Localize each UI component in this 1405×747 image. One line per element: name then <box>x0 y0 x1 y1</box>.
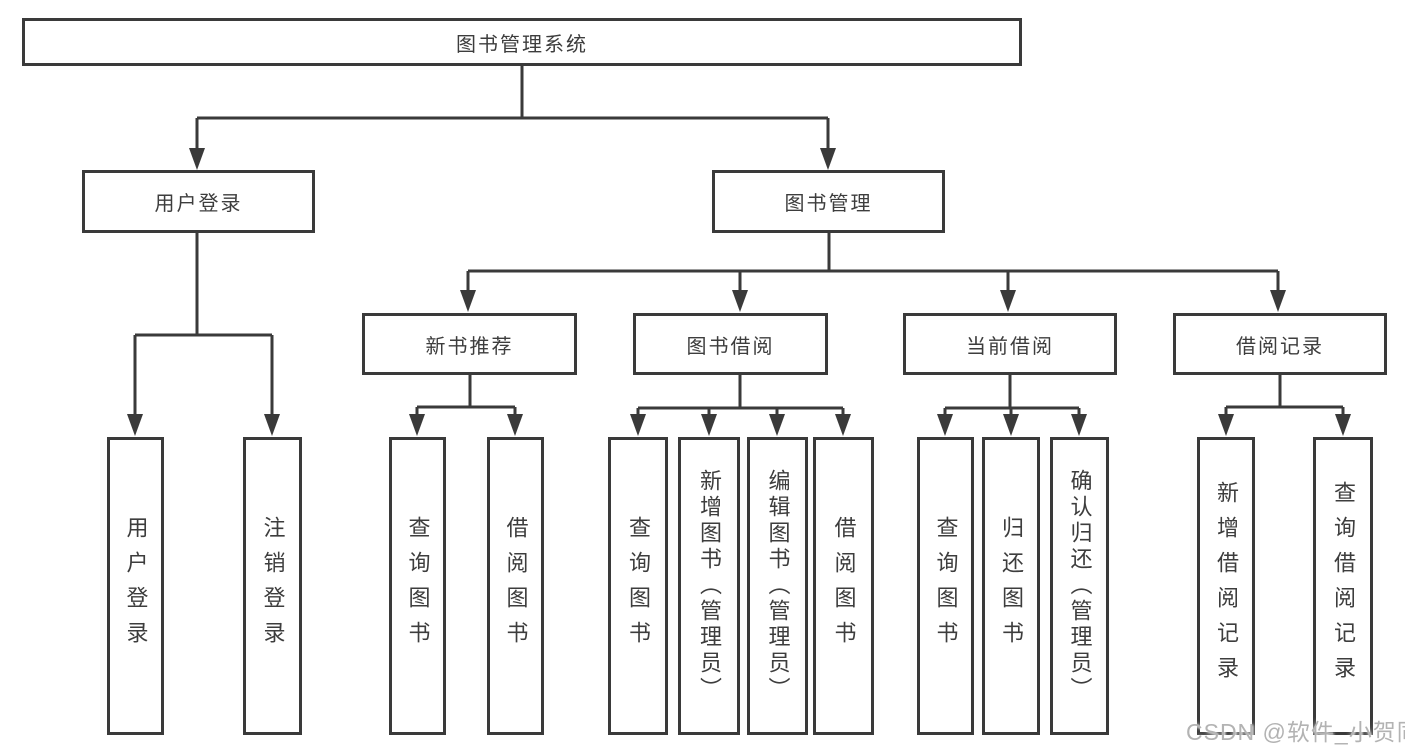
node-borrow-record-label: 借阅记录 <box>1236 335 1324 358</box>
leaf-borrow-book-2: 借阅图书 <box>813 437 874 735</box>
leaf-label: 注销登录 <box>260 516 286 656</box>
leaf-label: 新增图书（管理员） <box>697 469 722 703</box>
node-root: 图书管理系统 <box>22 18 1022 66</box>
leaf-label: 归还图书 <box>999 516 1024 656</box>
leaf-label: 查询图书 <box>933 516 959 656</box>
leaf-return-book: 归还图书 <box>982 437 1040 735</box>
node-borrow-record: 借阅记录 <box>1173 313 1387 375</box>
leaf-label: 借阅图书 <box>503 516 529 656</box>
node-book-management: 图书管理 <box>712 170 945 233</box>
node-new-book-recommend-label: 新书推荐 <box>425 335 514 358</box>
leaf-edit-book-admin: 编辑图书（管理员） <box>747 437 808 735</box>
leaf-add-book-admin: 新增图书（管理员） <box>678 437 740 735</box>
leaf-add-borrow-record: 新增借阅记录 <box>1197 437 1255 735</box>
leaf-logout: 注销登录 <box>243 437 302 735</box>
leaf-label: 查询图书 <box>405 516 431 656</box>
node-user-login-label: 用户登录 <box>154 193 243 215</box>
leaf-label: 用户登录 <box>123 516 149 656</box>
node-user-login: 用户登录 <box>82 170 315 233</box>
node-book-management-label: 图书管理 <box>784 193 873 215</box>
node-current-borrow-label: 当前借阅 <box>966 335 1054 358</box>
node-root-label: 图书管理系统 <box>456 33 588 56</box>
node-current-borrow: 当前借阅 <box>903 313 1117 375</box>
leaf-confirm-return-admin: 确认归还（管理员） <box>1050 437 1109 735</box>
leaf-label: 查询图书 <box>626 516 651 656</box>
watermark-text: CSDN @软件_小贺同学 <box>1186 719 1405 745</box>
leaf-query-borrow-record: 查询借阅记录 <box>1313 437 1373 735</box>
node-book-borrow: 图书借阅 <box>633 313 828 375</box>
node-book-borrow-label: 图书借阅 <box>686 335 775 358</box>
leaf-label: 新增借阅记录 <box>1214 481 1239 691</box>
leaf-label: 编辑图书（管理员） <box>765 469 791 703</box>
node-new-book-recommend: 新书推荐 <box>362 313 577 375</box>
leaf-label: 借阅图书 <box>831 516 857 656</box>
leaf-query-book-3: 查询图书 <box>917 437 974 735</box>
arrowhead-icons <box>127 148 1351 436</box>
leaf-query-book-2: 查询图书 <box>608 437 668 735</box>
leaf-label: 查询借阅记录 <box>1331 481 1356 691</box>
leaf-label: 确认归还（管理员） <box>1067 469 1093 703</box>
leaf-query-book-1: 查询图书 <box>389 437 446 735</box>
leaf-borrow-book-1: 借阅图书 <box>487 437 544 735</box>
leaf-user-login: 用户登录 <box>107 437 164 735</box>
